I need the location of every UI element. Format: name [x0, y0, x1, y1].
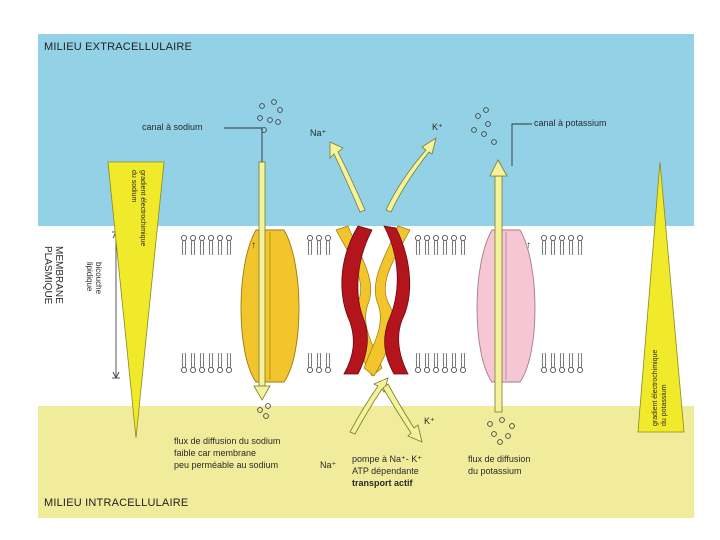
lipid-molecule [225, 234, 233, 256]
lipid-molecule [207, 352, 215, 374]
bilayer-label-line2: lipidique [85, 262, 94, 292]
lipid-molecule [441, 352, 449, 374]
lipid-molecule [558, 352, 566, 374]
potassium-channel: ↑ [476, 229, 536, 383]
sodium-potassium-pump [335, 225, 411, 377]
lipid-molecule [198, 234, 206, 256]
pump-label-line3: transport actif [352, 478, 413, 488]
lipid-molecule [549, 234, 557, 256]
lipid-molecule [306, 234, 314, 256]
potassium-gradient-triangle [637, 161, 685, 433]
lipid-molecule [180, 234, 188, 256]
pump-label-line1: pompe à Na⁺- K⁺ [352, 454, 423, 464]
pump-label-line2: ATP dépendante [352, 466, 419, 476]
lipid-molecule [198, 352, 206, 374]
lipid-molecule [567, 352, 575, 374]
na-bottom-label: Na⁺ [320, 460, 337, 470]
lipid-molecule [414, 352, 422, 374]
sodium-gradient-label-line2: du sodium [130, 170, 137, 203]
membrane-label-line1: MEMBRANE [53, 246, 64, 304]
membrane-label-line2: PLASMIQUE [42, 246, 53, 305]
sodium-gradient-triangle [107, 161, 165, 439]
pump-arrows [329, 137, 437, 443]
k-bottom-label: K⁺ [424, 416, 435, 426]
lipid-molecule [549, 352, 557, 374]
lipid-molecule [423, 352, 431, 374]
diagram-graphics: ↑ ↑ [107, 99, 685, 445]
lipid-molecule [567, 234, 575, 256]
svg-text:↑: ↑ [251, 240, 256, 251]
lipid-molecule [189, 234, 197, 256]
potassium-flux-line2: du potassium [468, 466, 522, 476]
potassium-channel-label: canal à potassium [534, 118, 607, 128]
svg-text:↑: ↑ [526, 240, 531, 251]
lipid-molecule [414, 234, 422, 256]
intracellular-zone [38, 406, 694, 518]
lipid-molecule [423, 234, 431, 256]
ions [257, 99, 515, 445]
sodium-channel: ↑ [240, 229, 300, 383]
lipid-molecule [189, 352, 197, 374]
potassium-gradient-label-line2: du potassium [661, 384, 668, 426]
intracellular-label: MILIEU INTRACELLULAIRE [44, 497, 189, 509]
diagram-frame: ↑ ↑ [38, 34, 694, 518]
lipid-molecule [450, 234, 458, 256]
lipid-molecule [540, 352, 548, 374]
sodium-flux-line3: peu perméable au sodium [174, 460, 279, 470]
lipid-molecule [441, 234, 449, 256]
sodium-flux-line2: faible car membrane [174, 448, 257, 458]
lipid-molecule [216, 234, 224, 256]
lipid-molecule [315, 352, 323, 374]
label-pointers [224, 123, 532, 166]
lipid-molecule [432, 234, 440, 256]
extracellular-label: MILIEU EXTRACELLULAIRE [44, 41, 193, 53]
k-top-label: K⁺ [432, 122, 443, 132]
potassium-flux-line1: flux de diffusion [468, 454, 531, 464]
lipid-molecule [306, 352, 314, 374]
lipid-molecule [540, 234, 548, 256]
lipid-molecule [315, 234, 323, 256]
lipid-molecule [576, 234, 584, 256]
lipid-molecule [459, 352, 467, 374]
lipid-molecule [432, 352, 440, 374]
lipid-molecule [216, 352, 224, 374]
potassium-diffusion-arrow [489, 159, 508, 413]
lipid-molecule [450, 352, 458, 374]
lipid-molecule [459, 234, 467, 256]
na-top-label: Na⁺ [310, 128, 327, 138]
lipid-molecule [225, 352, 233, 374]
lipid-molecule [558, 234, 566, 256]
lipid-molecule [207, 234, 215, 256]
sodium-channel-label: canal à sodium [142, 122, 203, 132]
lipid-molecule [324, 234, 332, 256]
lipid-molecule [180, 352, 188, 374]
lipid-molecule [324, 352, 332, 374]
sodium-flux-line1: flux de diffusion du sodium [174, 436, 281, 446]
lipid-molecule [576, 352, 584, 374]
